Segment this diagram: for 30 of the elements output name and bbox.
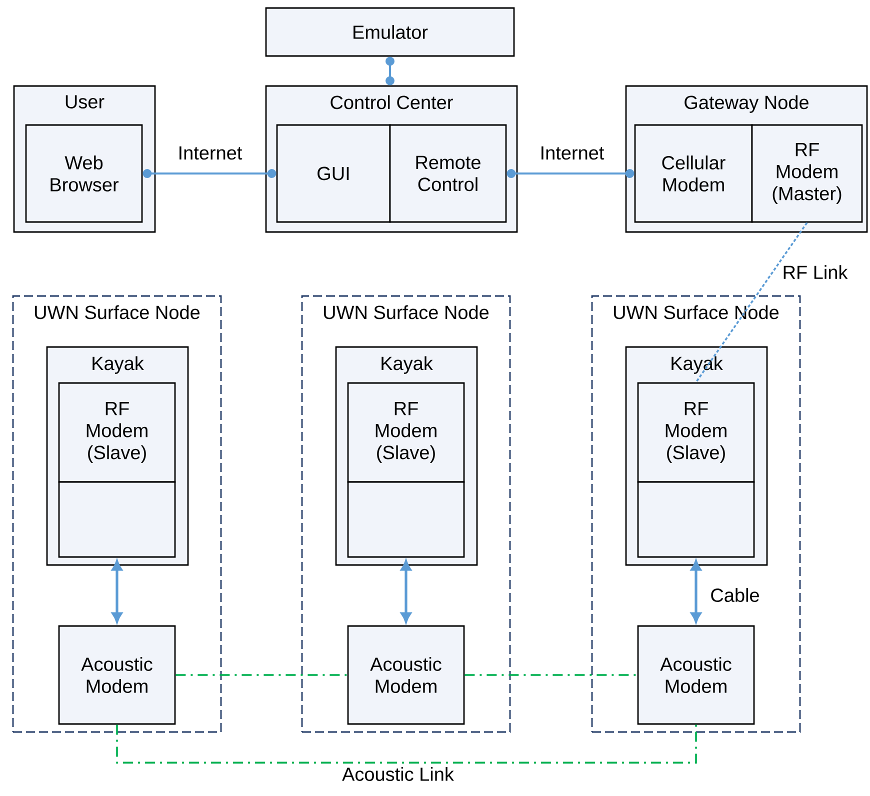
connector (112, 560, 122, 622)
edge-label: Internet (176, 145, 244, 161)
component-box: Acoustic Modem (58, 625, 176, 725)
component-box: Cellular Modem (634, 124, 753, 223)
connector (690, 560, 702, 622)
empty-box (58, 481, 176, 558)
connector (464, 674, 638, 676)
edge-label: RF Link (781, 264, 849, 280)
component-box: GUI (276, 124, 391, 223)
edge-label: Internet (538, 145, 606, 161)
component-box: Web Browser (25, 124, 143, 223)
component-box: RF Modem (Slave) (347, 382, 465, 483)
component-box: Remote Control (389, 124, 507, 223)
edge-label: Acoustic Link (341, 766, 455, 782)
component-box: Acoustic Modem (347, 625, 465, 725)
connector (116, 724, 697, 764)
component-box: RF Modem (Slave) (637, 382, 755, 483)
component-box: Emulator (265, 7, 515, 57)
component-box: RF Modem (Master) (751, 124, 863, 223)
connector (695, 222, 808, 383)
connector (506, 169, 634, 178)
connector (400, 560, 412, 622)
connector (176, 674, 348, 676)
empty-box (637, 481, 755, 558)
connector (386, 56, 394, 86)
component-box: RF Modem (Slave) (58, 382, 176, 483)
component-box: Acoustic Modem (637, 625, 755, 725)
connector (142, 169, 276, 178)
edge-label: Cable (709, 587, 761, 603)
empty-box (347, 481, 465, 558)
